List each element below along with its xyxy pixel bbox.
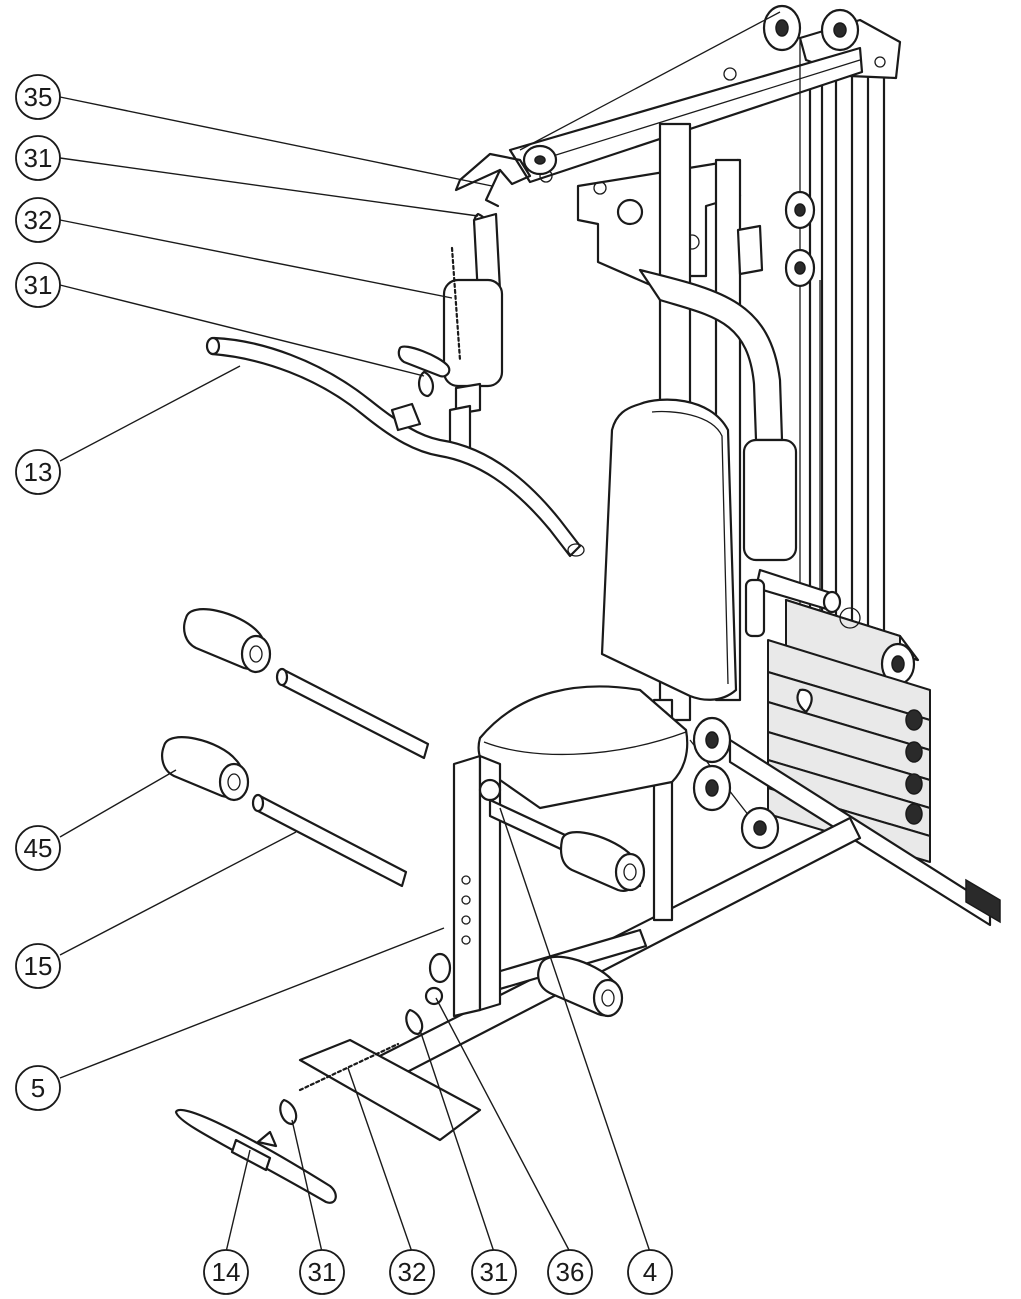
callout-number: 31 xyxy=(308,1257,337,1287)
lower-chain xyxy=(298,1042,400,1092)
lower-pulley-1 xyxy=(692,716,732,764)
lat-handle-pin xyxy=(397,345,451,378)
callout-number: 36 xyxy=(556,1257,585,1287)
lower-pulley-2 xyxy=(692,764,732,812)
front-leg-roller xyxy=(537,955,624,1018)
callout-31-upper: 31 xyxy=(15,135,61,181)
upper-chain xyxy=(450,246,462,362)
leader-lines xyxy=(59,96,651,1253)
roller-tube-lower xyxy=(251,793,408,888)
callout-number: 31 xyxy=(24,143,53,173)
callout-31-mid: 31 xyxy=(15,262,61,308)
callout-number: 13 xyxy=(24,457,53,487)
top-pulley-rear xyxy=(820,8,860,52)
callout-number: 31 xyxy=(480,1257,509,1287)
upright-pulley-upper xyxy=(784,190,816,230)
callout-number: 45 xyxy=(24,833,53,863)
callout-14: 14 xyxy=(203,1249,249,1295)
roller-tube-upper xyxy=(275,667,430,760)
callout-number: 14 xyxy=(212,1257,241,1287)
callout-5: 5 xyxy=(15,1065,61,1111)
lower-snap-hook-a xyxy=(279,1098,298,1126)
callout-32-bottom: 32 xyxy=(389,1249,435,1295)
callout-35-top: 35 xyxy=(15,74,61,120)
roller-pad-lower xyxy=(161,736,250,802)
base-frame xyxy=(298,716,1001,1142)
top-pulley xyxy=(762,4,802,52)
mid-snap-hook xyxy=(418,370,434,398)
press-arm xyxy=(638,268,842,638)
lower-snap-hook-b xyxy=(405,1008,424,1036)
callout-45: 45 xyxy=(15,825,61,871)
callout-32-upper: 32 xyxy=(15,197,61,243)
lower-pulley-3 xyxy=(740,806,780,850)
callout-36: 36 xyxy=(547,1249,593,1295)
callout-13: 13 xyxy=(15,449,61,495)
lat-bar-hook xyxy=(454,152,532,208)
callout-number: 4 xyxy=(643,1257,657,1287)
upright-pulley-lower xyxy=(784,248,816,288)
callout-15: 15 xyxy=(15,943,61,989)
roller-pad-upper xyxy=(183,608,272,674)
callout-31-bottom-b: 31 xyxy=(471,1249,517,1295)
weight-stack xyxy=(767,598,931,863)
callout-number: 32 xyxy=(24,205,53,235)
callout-number: 15 xyxy=(24,951,53,981)
callout-31-bottom-a: 31 xyxy=(299,1249,345,1295)
rear-leg-roller xyxy=(559,831,646,892)
lat-bar xyxy=(205,336,585,558)
callout-number: 32 xyxy=(398,1257,427,1287)
callout-number: 31 xyxy=(24,270,53,300)
ankle-handle xyxy=(174,1108,337,1204)
callout-4: 4 xyxy=(627,1249,673,1295)
callout-number: 35 xyxy=(24,82,53,112)
callout-number: 5 xyxy=(31,1073,45,1103)
backrest xyxy=(600,398,738,701)
